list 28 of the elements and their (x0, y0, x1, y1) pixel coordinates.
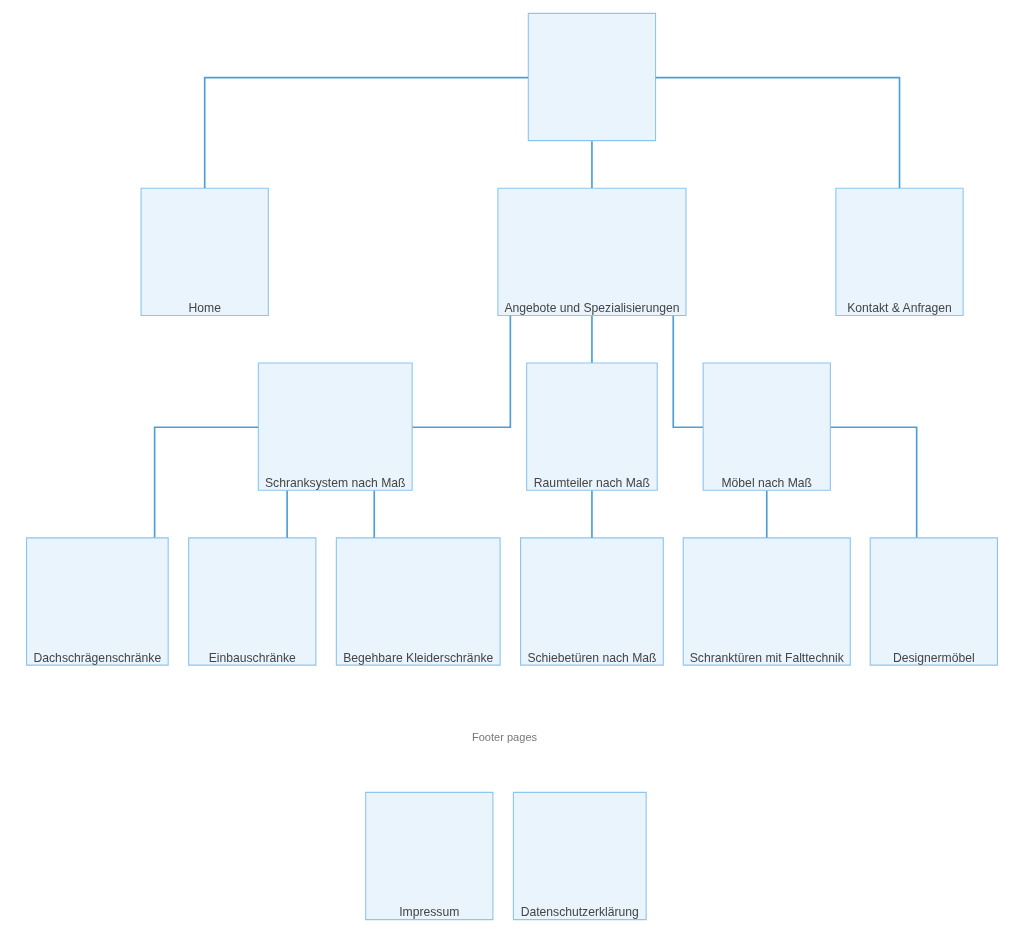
connector (591, 139, 593, 189)
node-box: Schranksystem nach Maß (257, 362, 413, 491)
node-box: Schiebetüren nach Maß (520, 536, 664, 666)
connector (672, 314, 704, 428)
node-box: Einbauschränke (188, 536, 317, 666)
connector (153, 425, 259, 538)
connector (765, 489, 768, 538)
connector (591, 489, 593, 538)
connector (286, 489, 288, 538)
node-box: Datenschutzerklärung (512, 791, 647, 920)
label: Footer pages (471, 730, 538, 743)
connector (411, 314, 512, 428)
connector (829, 425, 918, 538)
node-box: Schranktüren mit Falttechnik (682, 536, 851, 666)
node-box: Home (140, 187, 269, 316)
node-box: Kontakt & Anfragen (835, 187, 964, 316)
node-box: Angebote und Spezialisierungen (497, 187, 687, 316)
node-box: Begehbare Kleiderschränke (335, 536, 501, 666)
node-box: Raumteiler nach Maß (526, 362, 658, 491)
connector (591, 314, 593, 364)
node-box: Dachschrägenschränke (26, 536, 169, 666)
node-box: Möbel nach Maß (702, 362, 831, 491)
connector (654, 76, 901, 189)
connector (203, 76, 529, 189)
node-box: Designermöbel (869, 536, 998, 666)
node-box (527, 12, 657, 141)
node-box: Impressum (365, 791, 494, 920)
connector (373, 489, 376, 538)
